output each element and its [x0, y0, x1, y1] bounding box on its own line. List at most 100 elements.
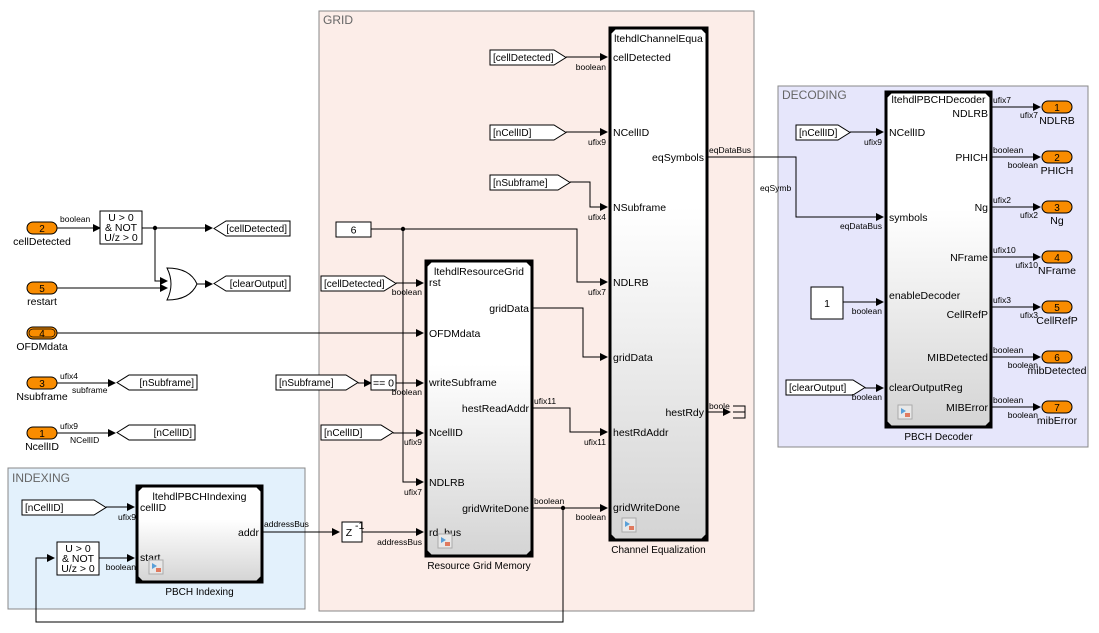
detect-rise-text: U > 0	[65, 543, 91, 555]
goto-shape	[116, 424, 196, 441]
from-tag[interactable]: [cellDetected]	[320, 275, 397, 292]
terminator-shape	[733, 405, 746, 419]
block-corner	[886, 420, 893, 427]
signal-type-label: addressBus	[377, 537, 422, 547]
outport-Ng[interactable]: 3Ng	[1041, 200, 1073, 227]
from-label: [nCellID]	[493, 128, 532, 139]
unit-delay-block[interactable]: Z-1	[341, 520, 364, 543]
signal-line[interactable]	[371, 228, 608, 286]
signal-lines[interactable]	[35, 53, 1041, 623]
subsystem-link-icon[interactable]	[897, 404, 913, 420]
signal-type-label: ufix9	[118, 512, 136, 522]
inport-label: OFDMdata	[16, 341, 68, 353]
signal-line[interactable]	[402, 229, 424, 486]
input-port-label: NCellID	[889, 127, 926, 139]
inport-label: cellDetected	[13, 236, 71, 248]
inport-shape	[26, 326, 58, 340]
pbch-decoder-block[interactable]: ltehdlPBCHDecoderNCellIDsymbolsenableDec…	[884, 90, 993, 443]
goto-tag[interactable]: [clearOutput]	[213, 275, 291, 292]
block-corner	[426, 261, 433, 268]
constant-1-block[interactable]: 1	[810, 286, 844, 320]
outport-label: mibDetected	[1028, 365, 1087, 377]
from-tag[interactable]: [clearOutput]	[785, 379, 866, 396]
from-shape	[320, 275, 397, 292]
terminator-block[interactable]	[733, 405, 746, 419]
signal-type-label: ufix4	[588, 212, 606, 222]
subsystem-link-icon[interactable]	[148, 559, 164, 575]
from-tag[interactable]: [nCellID]	[320, 424, 394, 441]
signal-line[interactable]	[707, 156, 884, 221]
signal-line[interactable]	[570, 181, 608, 211]
from-shape	[275, 374, 359, 391]
or-gate-block[interactable]	[166, 267, 198, 301]
signal-type-label: boolean	[993, 345, 1024, 355]
from-tag[interactable]: [nSubframe]	[489, 174, 571, 191]
block-body	[810, 286, 844, 320]
detect-rise-text: U/z > 0	[61, 563, 95, 575]
goto-label: [cellDetected]	[226, 224, 287, 235]
input-port-label: enableDecoder	[889, 290, 961, 302]
compare-to-zero-block[interactable]: == 0	[370, 374, 397, 391]
signal-type-label: ufix7	[1020, 110, 1038, 120]
inport-shape	[26, 221, 58, 235]
outport-label: CellRefP	[1036, 315, 1077, 327]
goto-tag[interactable]: [cellDetected]	[213, 220, 291, 237]
from-shape	[795, 124, 851, 141]
block-corner	[137, 575, 144, 582]
signal-type-label: ufix3	[993, 295, 1011, 305]
signal-type-label: boolean	[534, 496, 565, 506]
subsystem-link-icon[interactable]	[437, 533, 453, 549]
block-caption: PBCH Decoder	[904, 432, 973, 443]
from-tag[interactable]: [nCellID]	[489, 124, 567, 141]
signal-type-label: boolean	[392, 287, 423, 297]
signal-line[interactable]	[532, 407, 608, 436]
subsystem-link-icon[interactable]	[621, 517, 637, 533]
outport-shape	[1041, 200, 1073, 214]
block-value: 1	[824, 298, 830, 310]
outport-number: 6	[1054, 353, 1060, 364]
block-body	[56, 541, 100, 576]
resource-grid-memory-block[interactable]: ltehdlResourceGridrstOFDMdatawriteSubfra…	[424, 259, 534, 572]
constant-6-block[interactable]: 6	[335, 221, 372, 238]
branch-points	[152, 225, 566, 511]
outport-number: 7	[1054, 403, 1060, 414]
signal-type-label: ufix10	[1015, 260, 1038, 270]
goto-tag[interactable]: [nCellID]	[116, 424, 196, 441]
from-tag[interactable]: [cellDetected]	[489, 49, 567, 66]
input-port-label: NDLRB	[613, 277, 649, 289]
from-shape	[320, 424, 394, 441]
signal-line[interactable]	[532, 307, 608, 361]
signal-type-label: ufix7	[588, 287, 606, 297]
from-shape	[489, 49, 567, 66]
signal-type-label: boolean	[576, 512, 607, 522]
input-port-label: NcellID	[429, 427, 463, 439]
from-tag[interactable]: [nCellID]	[795, 124, 851, 141]
from-tag[interactable]: [nSubframe]	[275, 374, 359, 391]
block-value: 6	[351, 225, 357, 237]
block-corner	[426, 549, 433, 556]
signal-line[interactable]	[154, 228, 168, 285]
from-tag[interactable]: [nCellID]	[21, 499, 107, 516]
signal-line[interactable]	[35, 508, 564, 623]
input-port-label: cellDetected	[613, 52, 671, 64]
channel-equalization-block[interactable]: ltehdlChannelEquacellDetectedNCellIDNSub…	[608, 26, 709, 556]
outport-label: NDLRB	[1039, 115, 1075, 127]
block-caption: Resource Grid Memory	[427, 561, 530, 572]
from-label: [cellDetected]	[493, 53, 554, 64]
goto-tag[interactable]: [nSubframe]	[116, 374, 198, 391]
indexing-area-title: INDEXING	[12, 471, 70, 485]
